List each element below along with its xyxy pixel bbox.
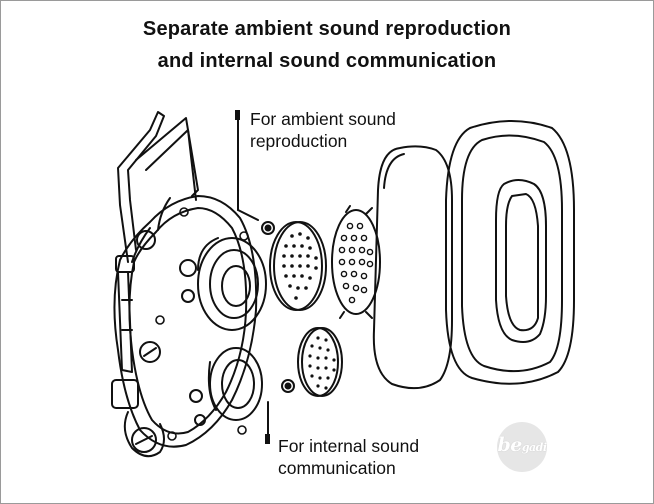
internal-callout-line-2: communication <box>278 458 396 478</box>
ambient-callout-line-2: reproduction <box>250 131 348 151</box>
logo-sub-text: gadi <box>521 441 547 454</box>
rim-screws <box>155 207 249 441</box>
callout-markers <box>235 110 270 444</box>
logo-main-text: be <box>497 434 522 456</box>
lower-speaker-port <box>189 347 263 426</box>
ambient-callout-line-1: For ambient sound <box>250 109 396 129</box>
ambient-filter-disc <box>269 221 327 311</box>
internal-sound-callout: For internal sound communication <box>278 435 419 479</box>
diagram-title-line-2: and internal sound communication <box>157 50 497 72</box>
cushion-ring <box>372 145 453 390</box>
logo-wordmark: begadi <box>497 434 547 456</box>
internal-filter-disc <box>297 327 343 397</box>
port-markers <box>261 221 295 393</box>
ear-cushion <box>445 120 575 385</box>
diagram-title-line-1: Separate ambient sound reproduction <box>142 18 512 40</box>
side-rod <box>111 230 165 458</box>
ambient-sound-callout: For ambient sound reproduction <box>250 108 396 152</box>
upper-speaker-port <box>179 237 267 331</box>
internal-callout-line-1: For internal sound <box>278 436 420 456</box>
headband-wire <box>117 111 199 263</box>
begadi-logo: begadi <box>497 422 547 472</box>
callout-leaders <box>237 115 269 441</box>
grille-plate <box>331 205 381 319</box>
filter-perforations <box>282 222 374 390</box>
earcup-housing <box>113 195 258 448</box>
